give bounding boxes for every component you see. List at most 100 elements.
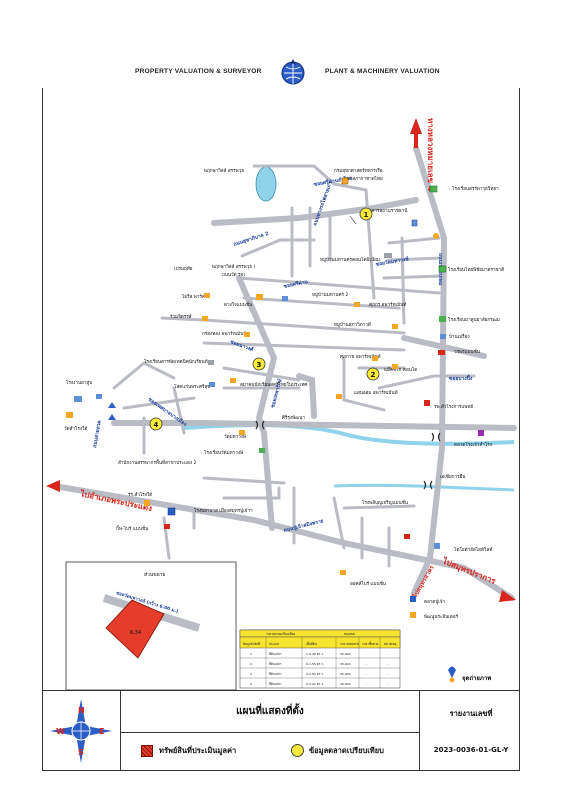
compass-s: S (78, 748, 84, 757)
table-row: 1 ที่ดินเปล่า 1-0-49 ตร.ว. 30,000 - - (250, 652, 389, 656)
market-icon (410, 596, 416, 602)
temple-icon (66, 412, 73, 418)
place-label: ร่วมจิตรรส์ (170, 313, 192, 320)
place-label: รร.สำโรงใต้ (128, 491, 152, 498)
building-icon (340, 570, 346, 575)
place-label: สำนักงานสรรพากรพื้นที่สาขาประแดง 2 (118, 459, 197, 466)
label-soi-j: ถนนสายลวด (92, 420, 103, 448)
compass-e: E (99, 727, 104, 736)
place-label: วรพรแมนชั่น (454, 348, 481, 355)
marker-4[interactable]: 4 (149, 417, 163, 431)
svg-text:1: 1 (364, 211, 369, 219)
header-right-text: PLANT & MACHINERY VALUATION (325, 68, 440, 75)
place-label: โรงงานยาสูบ (66, 379, 92, 386)
marker-3[interactable]: 3 (252, 357, 266, 371)
label-soi-f: ซอยนาวงศ์ (229, 338, 255, 353)
comparable-legend-swatch (291, 744, 304, 757)
place-label: กรมอุทกศาสตร์ทหารเรือ (334, 167, 383, 174)
table-row: 3 ที่ดินเปล่า 0-2-50 ตร.ว. 35,000 - - (250, 672, 389, 676)
place-label: โตโยต้าอัลไลท์วิลท์ (454, 546, 492, 553)
pond (255, 166, 277, 202)
svg-text:30,000: 30,000 (340, 652, 351, 656)
place-label: กี้ฟ-ไบร์ แมนชั่น (116, 525, 149, 532)
place-label: เปรมฤทัย (174, 265, 193, 272)
condo-icon (384, 253, 392, 258)
shop-icon (410, 612, 416, 618)
building-icon (230, 378, 236, 383)
table-col-header: หมายเหตุ (384, 642, 396, 647)
building-icon (354, 302, 360, 307)
subject-property[interactable] (105, 599, 165, 659)
place-label: แสนออม อพาร์ทเม้นท์ (354, 389, 398, 396)
report-number: 2023-0036-01-GL-Y (433, 746, 509, 754)
svg-text:-: - (388, 672, 389, 676)
compass-w: W (56, 727, 65, 736)
svg-text:3: 3 (257, 361, 262, 369)
marker-2[interactable]: 2 (366, 367, 380, 381)
table-col-header: ประเภท (269, 642, 279, 646)
building-icon (336, 394, 342, 399)
market-icon (478, 430, 484, 436)
table-col-header: ราคาซื้อขาย (362, 641, 379, 646)
svg-text:3: 3 (250, 672, 252, 676)
svg-text:-: - (388, 662, 389, 666)
header-band: PROPERTY VALUATION & SURVEYOR PLANT & MA… (42, 59, 520, 88)
place-label: ออคส์ไบร์ แมนชั่น (350, 580, 387, 587)
label-to-samut-prakan: ไปสมุทรปราการ (440, 555, 498, 587)
building-icon (256, 294, 263, 300)
map-title: แผนที่แสดงที่ตั้ง (236, 706, 304, 717)
svg-text:2: 2 (371, 371, 376, 379)
building-icon (392, 364, 398, 369)
place-label: กรองทอง อพาร์ทเม้นท์ (202, 330, 246, 337)
place-label: เอเซียการยืน (440, 473, 466, 480)
place-label: บ้านเปรื่อง (449, 333, 470, 340)
road-arrows (46, 118, 516, 602)
header-left-text: PROPERTY VALUATION & SURVEYOR (135, 68, 262, 75)
school-icon (438, 265, 447, 273)
place-label: สมาคมนักเรียนสตรีไทยในประเทศ (240, 381, 307, 388)
svg-text:-: - (388, 652, 389, 656)
road-north (211, 197, 419, 226)
svg-text:-: - (366, 662, 367, 666)
hospital-icon (424, 400, 430, 406)
bus-icon (282, 296, 288, 301)
school-icon (144, 500, 150, 506)
place-label: ศุภกาช อพาร์ทเม้นท์ (340, 353, 381, 360)
place-label: หมู่บ้านมหานครคอนโดมิเนียม (320, 256, 380, 263)
building-icon (341, 177, 349, 185)
house-icon (440, 334, 446, 339)
location-map: ทางหลวงหมายเลข 4 ไปอำเภอพระประแดง ไปสมุท… (46, 118, 517, 690)
car-icon (438, 350, 445, 355)
comparison-table: ราคาตลาดเปรียบเทียบ ขอบเขต ข้อมูลลำดับที… (239, 629, 401, 689)
world-valuation-logo (281, 59, 305, 85)
bridges (255, 420, 441, 490)
place-label: พฤกษาวิลล์ สรรพวุธ (204, 167, 244, 174)
property-legend-label: ทรัพย์สินที่ประเมินมูลค่า (159, 746, 237, 755)
building-icon (202, 316, 208, 321)
property-legend-swatch (141, 745, 153, 757)
svg-text:ที่ดินเปล่า: ที่ดินเปล่า (269, 662, 282, 666)
hospital-icon (164, 524, 170, 529)
building-icon (244, 332, 250, 337)
svg-text:0-1-55 ตร.ว.: 0-1-55 ตร.ว. (306, 662, 324, 666)
canal-lower (333, 483, 515, 492)
place-label: ตลาดปู่เจ้า (424, 599, 446, 605)
place-label: พัฒนูนระอินเตอร์ (424, 613, 459, 620)
building-icon (372, 356, 378, 361)
marker-1[interactable]: 1 (349, 207, 373, 225)
svg-text:1-0-49 ตร.ว.: 1-0-49 ตร.ว. (306, 652, 324, 656)
place-label: โรงเรียนสารพัดเทคนิคนักเรียนท์ (144, 358, 208, 365)
highway-4 (411, 145, 448, 596)
inset-map: ส่วนขยาย ซอยวัดมหาวงษ์ (กว้าง 6.00 ม.) 6… (65, 561, 237, 690)
place-label: หมู่บ้านมหานคร 2 (312, 292, 348, 298)
table-row: 4 ที่ดินเปล่า 0-3-22 ตร.ว. 40,000 - - (250, 682, 389, 686)
place-labels: พฤกษาวิลล์ สรรพวุธ กรมอุทกศาสตร์ทหารเรือ… (64, 167, 504, 620)
svg-text:ที่ดินเปล่า: ที่ดินเปล่า (269, 672, 282, 676)
temple-icon (239, 430, 245, 435)
report-label: รายงานเลขที่ (449, 709, 493, 718)
place-label: พฤกษาวิลล์ สรรพวุธ ( (212, 263, 255, 270)
building-icon (208, 360, 214, 365)
place-label: โรงเรียนวัดมหาวงษ์ (204, 449, 243, 456)
road-center (296, 373, 317, 419)
svg-text:0-2-50 ตร.ว.: 0-2-50 ตร.ว. (306, 672, 324, 676)
